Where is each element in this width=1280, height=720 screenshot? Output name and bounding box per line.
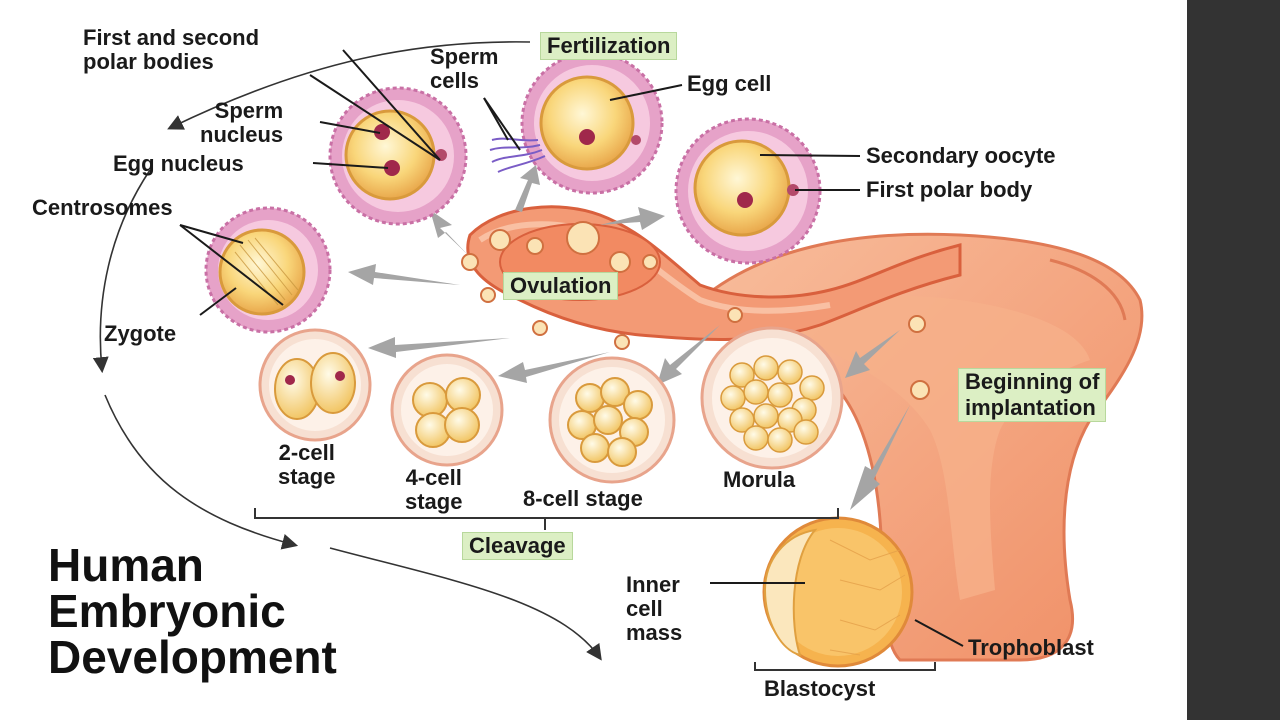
- label-secondary-oocyte: Secondary oocyte: [866, 143, 1056, 168]
- label-4-cell-stage: 4-cell stage: [405, 465, 463, 514]
- blastocyst-bracket: [754, 662, 936, 671]
- morula: [700, 326, 844, 470]
- zygote: [204, 206, 332, 334]
- fertilized-egg: [328, 86, 468, 226]
- cleavage-bracket: [254, 508, 839, 530]
- label-morula: Morula: [723, 467, 796, 492]
- slide-sidebar: [1187, 0, 1280, 720]
- label-first-polar-body: First polar body: [866, 177, 1033, 202]
- label-8-cell-stage: 8-cell stage: [523, 486, 643, 511]
- label-egg-nucleus: Egg nucleus: [113, 151, 244, 176]
- label-trophoblast: Trophoblast: [968, 635, 1094, 660]
- eight-cell-stage: [548, 356, 676, 484]
- label-sperm-cells: Sperm cells: [430, 44, 499, 93]
- blastocyst: [762, 516, 914, 668]
- page-title: Human Embryonic Development: [48, 542, 337, 680]
- label-2-cell-stage: 2-cell stage: [278, 440, 336, 489]
- guide-arrows: [92, 41, 602, 661]
- title-line-2: Embryonic: [48, 585, 286, 637]
- egg-cell: [489, 51, 664, 195]
- four-cell-stage: [390, 353, 504, 467]
- label-ovulation: Ovulation: [503, 272, 619, 300]
- two-cell-stage: [258, 328, 372, 442]
- fallopian-tube: [461, 205, 962, 400]
- label-centrosomes: Centrosomes: [32, 195, 173, 220]
- title-line-1: Human: [48, 539, 204, 591]
- label-inner-cell-mass: Inner cell mass: [626, 572, 683, 645]
- leader-lines: [179, 49, 964, 647]
- label-egg-cell: Egg cell: [687, 71, 772, 96]
- label-beginning-of-implantation: Beginning of implantation: [958, 368, 1107, 422]
- label-sperm-nucleus: Sperm nucleus: [200, 98, 284, 147]
- label-cleavage: Cleavage: [462, 532, 573, 560]
- label-first-second-polar-bodies: First and second polar bodies: [83, 25, 260, 74]
- title-line-3: Development: [48, 631, 337, 683]
- process-arrows: [348, 165, 910, 510]
- label-blastocyst: Blastocyst: [764, 676, 876, 701]
- label-zygote: Zygote: [104, 321, 177, 346]
- label-fertilization: Fertilization: [540, 32, 678, 60]
